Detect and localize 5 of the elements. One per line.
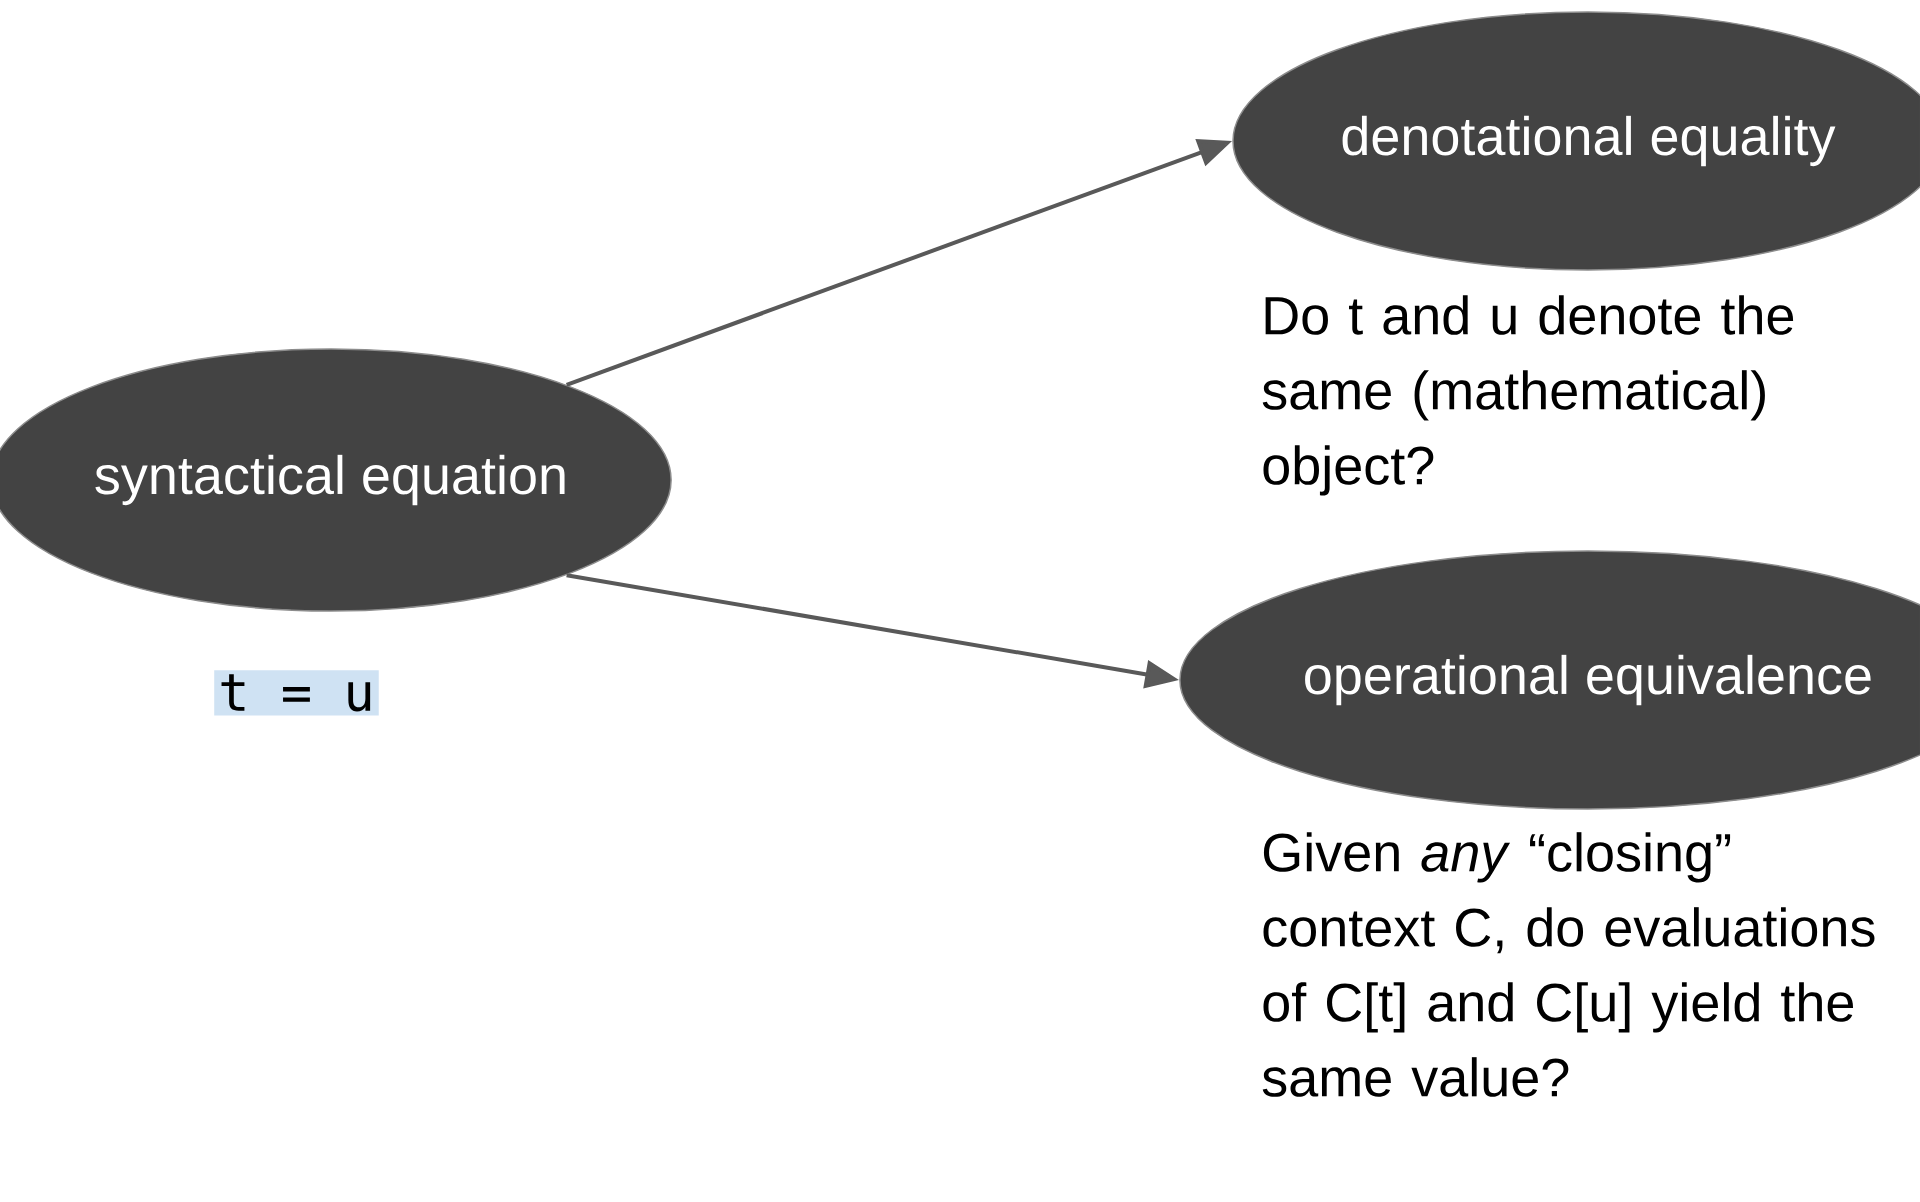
ellipse-node: operational equivalence	[1179, 550, 1920, 810]
description-text: Given any “closing” context C, do evaluations of C[t] and C[u] yield the same value?	[1262, 832, 1875, 1097]
code-snippet: t = u	[214, 670, 379, 716]
description-text: Do t and u denote the same (mathematical) object?	[1262, 295, 1794, 496]
ellipse-node: denotational equality	[1232, 11, 1920, 271]
